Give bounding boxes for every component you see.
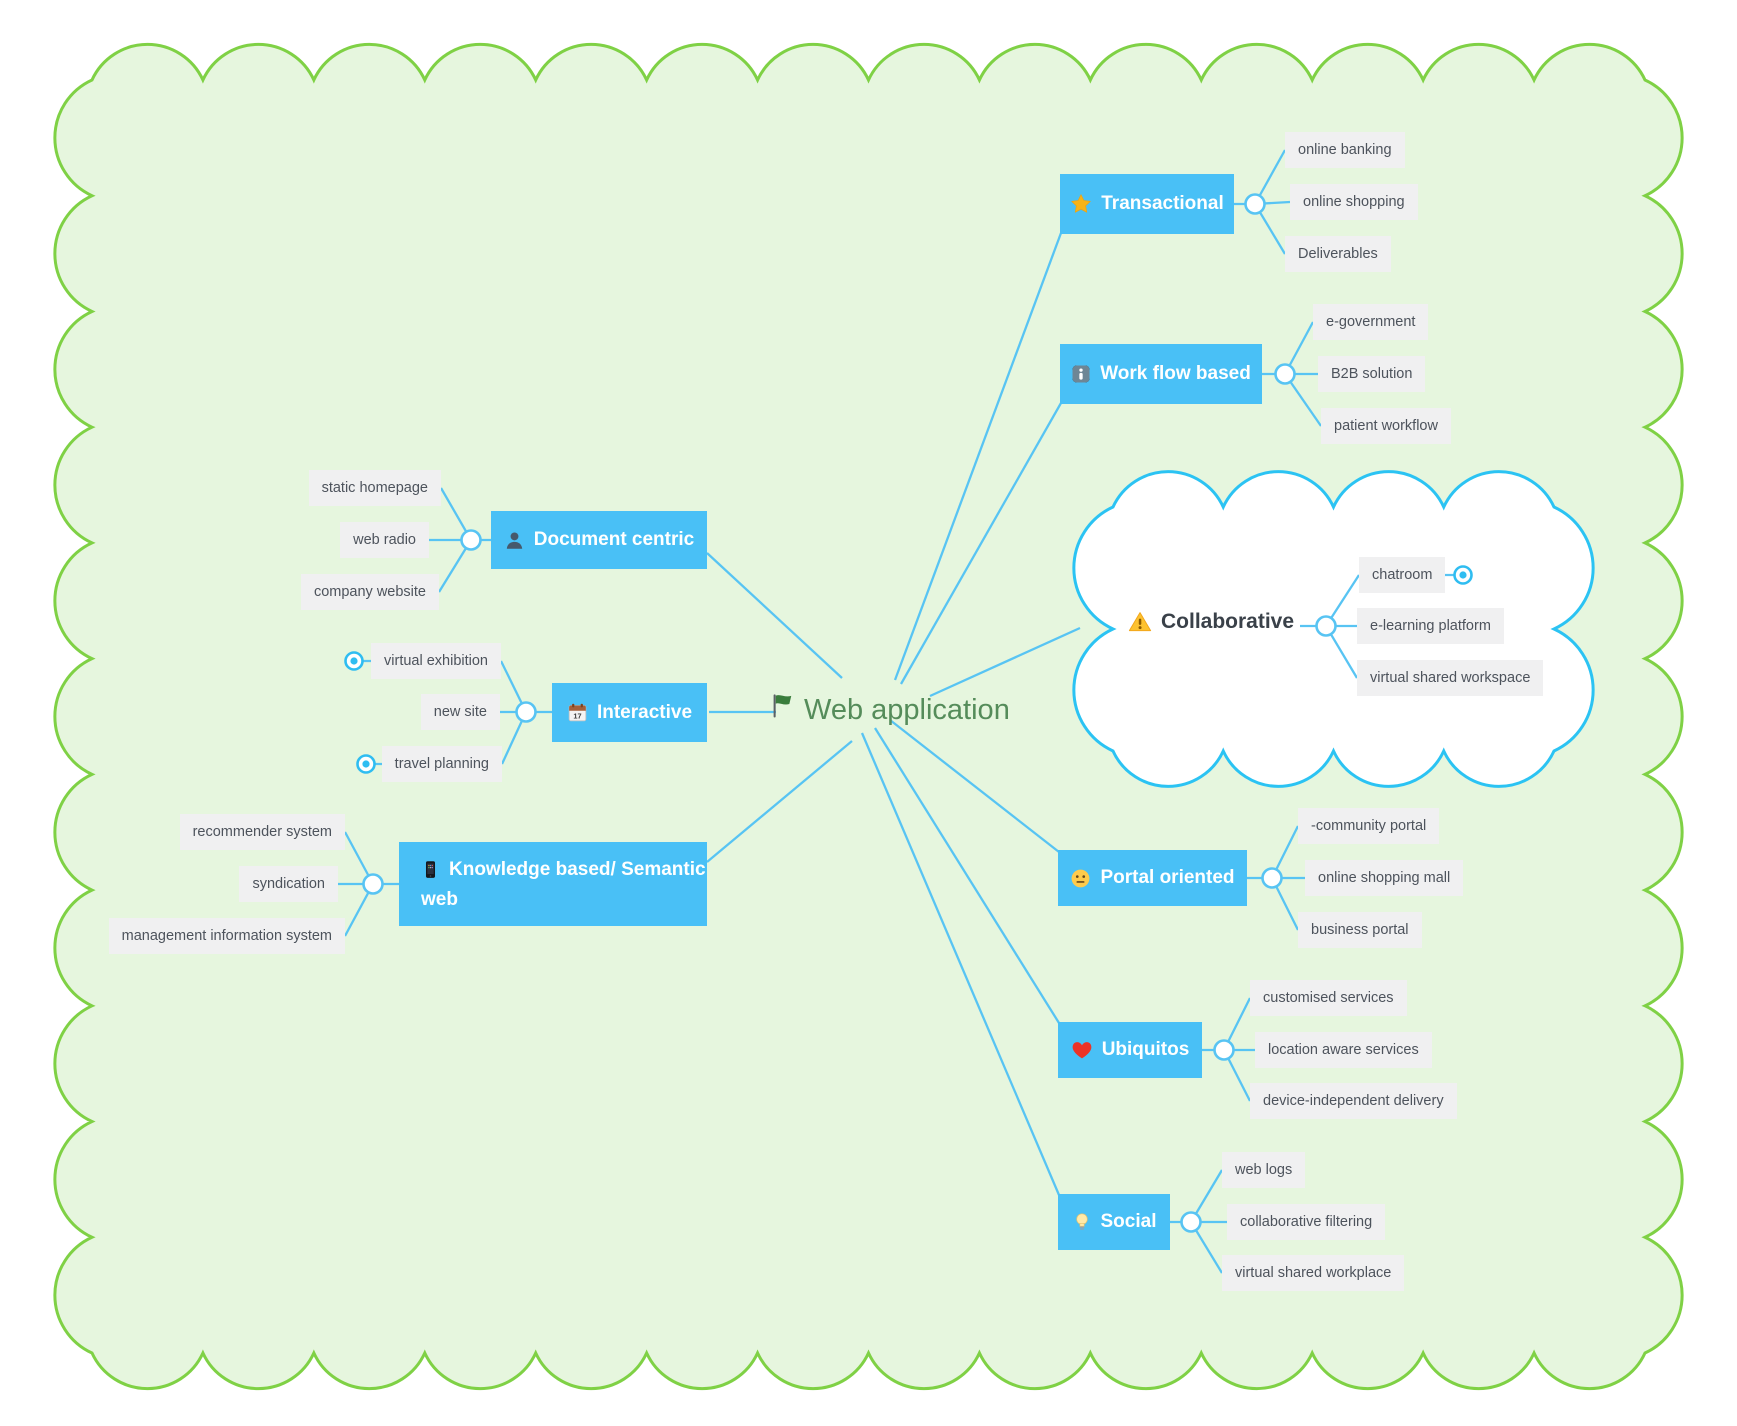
subtopic-travel-planning[interactable]: travel planning [381,746,502,782]
warning-icon [1128,612,1152,632]
subtopic-web-logs[interactable]: web logs [1222,1152,1306,1188]
subtopic-new-site[interactable]: new site [420,694,500,730]
connector-line [706,552,843,679]
info-icon [1072,365,1090,383]
connector-line [889,719,1060,853]
subtopic-online-shopping[interactable]: online shopping [1290,184,1418,220]
calendar-icon: 17 [568,703,587,722]
subtopic-e-government[interactable]: e-government [1313,304,1429,340]
subtopic-syndication[interactable]: syndication [239,866,338,902]
subtopic-online-shopping-mall[interactable]: online shopping mall [1305,860,1464,896]
green-flag-icon [768,692,796,728]
collapse-indicator-icon[interactable] [356,754,376,774]
subtopic-deliverables[interactable]: Deliverables [1285,236,1391,272]
branch-point [362,873,384,895]
topic-label: Ubiquitos [1101,1039,1190,1060]
subtopic-management-information-system[interactable]: management information system [108,918,345,954]
branch-point [1315,615,1337,637]
topic-collaborative[interactable]: Collaborative [1128,610,1294,634]
svg-text:17: 17 [573,711,581,720]
connector-line [874,727,1060,1024]
branch-point [1213,1039,1235,1061]
subtopic-community-portal[interactable]: -community portal [1298,808,1440,844]
topic-social[interactable]: Social [1058,1194,1170,1250]
topic-interactive[interactable]: 17 Interactive [552,683,707,742]
subtopic-device-independent-delivery[interactable]: device-independent delivery [1250,1083,1457,1119]
root-topic[interactable]: Web application [768,692,1010,728]
topic-transactional[interactable]: Transactional [1060,174,1234,234]
subtopic-recommender-system[interactable]: recommender system [179,814,345,850]
neutral-face-icon [1072,869,1090,887]
light-bulb-icon [1075,1213,1088,1230]
connector-line [706,740,853,863]
topic-knowledge-based-semantic-web[interactable]: Knowledge based/ Semantic web [399,842,707,926]
topic-label: Social [1100,1211,1157,1232]
subtopic-static-homepage[interactable]: static homepage [308,470,441,506]
topic-label: Interactive [596,701,693,723]
person-icon [506,531,522,549]
subtopic-company-website[interactable]: company website [300,574,439,610]
collapse-indicator-icon[interactable] [344,651,364,671]
subtopic-virtual-exhibition[interactable]: virtual exhibition [371,643,501,679]
branch-point [515,701,537,723]
collapse-indicator-icon[interactable] [1453,565,1473,585]
topic-work-flow-based[interactable]: Work flow based [1060,344,1262,404]
topic-label: Knowledge based/ Semantic web [421,859,706,910]
root-topic-label: Web application [804,693,1010,726]
subtopic-online-banking[interactable]: online banking [1285,132,1405,168]
topic-label: Portal oriented [1100,867,1235,888]
subtopic-virtual-shared-workplace[interactable]: virtual shared workplace [1222,1255,1405,1291]
connector-line [929,626,1081,698]
topic-label: Collaborative [1161,610,1295,633]
subtopic-b2b-solution[interactable]: B2B solution [1318,356,1426,392]
topic-ubiquitos[interactable]: Ubiquitos [1058,1022,1202,1078]
connector-line [893,232,1063,681]
topic-label: Transactional [1101,193,1224,214]
subtopic-business-portal[interactable]: business portal [1298,912,1422,948]
branch-point [1261,867,1283,889]
subtopic-web-radio[interactable]: web radio [340,522,429,558]
branch-point [460,529,482,551]
star-icon [1071,194,1091,213]
mobile-phone-icon [421,860,440,887]
heart-icon [1072,1042,1092,1059]
connector-line [860,732,1061,1196]
topic-label: Work flow based [1100,363,1251,384]
topic-label: Document centric [533,529,695,550]
connector-line [900,402,1062,685]
subtopic-patient-workflow[interactable]: patient workflow [1321,408,1451,444]
subtopic-location-aware-services[interactable]: location aware services [1255,1032,1432,1068]
topic-document-centric[interactable]: Document centric [491,511,707,569]
subtopic-virtual-shared-workspace[interactable]: virtual shared workspace [1357,660,1544,696]
subtopic-collaborative-filtering[interactable]: collaborative filtering [1227,1204,1386,1240]
subtopic-customised-services[interactable]: customised services [1250,980,1407,1016]
branch-point [1274,363,1296,385]
branch-point [1244,193,1266,215]
subtopic-chatroom[interactable]: chatroom [1359,557,1446,593]
topic-portal-oriented[interactable]: Portal oriented [1058,850,1247,906]
branch-point [1180,1211,1202,1233]
subtopic-e-learning-platform[interactable]: e-learning platform [1357,608,1504,644]
